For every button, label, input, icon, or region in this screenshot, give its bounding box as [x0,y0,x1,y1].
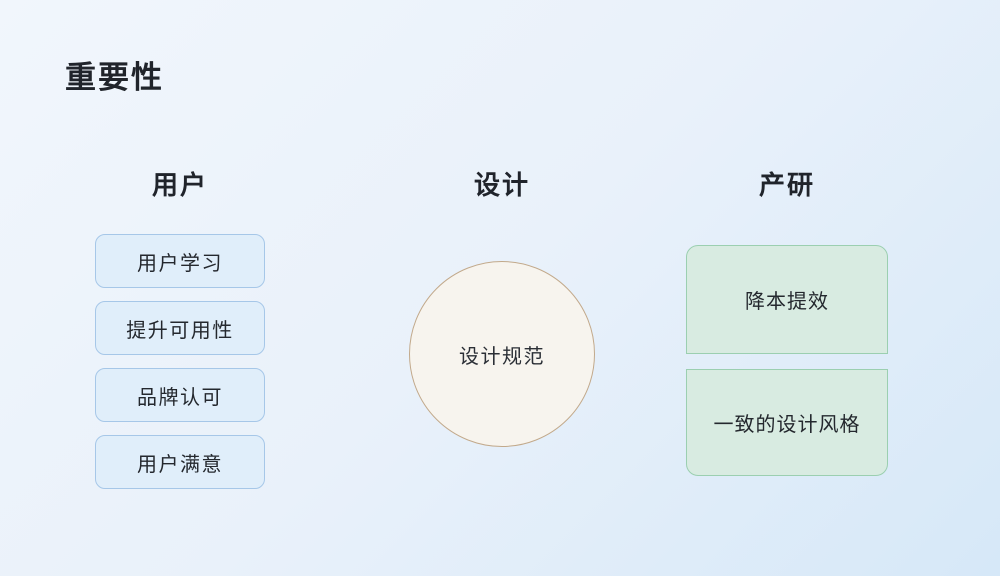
design-spec-circle: 设计规范 [409,261,595,447]
product-benefit-box-consistency: 一致的设计风格 [686,369,888,476]
column-header-product: 产研 [758,170,815,200]
user-benefit-box-brand: 品牌认可 [95,368,265,422]
user-benefit-box-usability: 提升可用性 [95,301,265,355]
user-benefit-box-satisfaction: 用户满意 [95,435,265,489]
column-header-users: 用户 [151,170,208,200]
user-benefit-box-learning: 用户学习 [95,234,265,288]
column-header-design: 设计 [473,170,530,200]
slide-title: 重要性 [65,60,164,95]
product-benefit-box-efficiency: 降本提效 [686,245,888,354]
design-spec-circle-label: 设计规范 [459,345,545,368]
